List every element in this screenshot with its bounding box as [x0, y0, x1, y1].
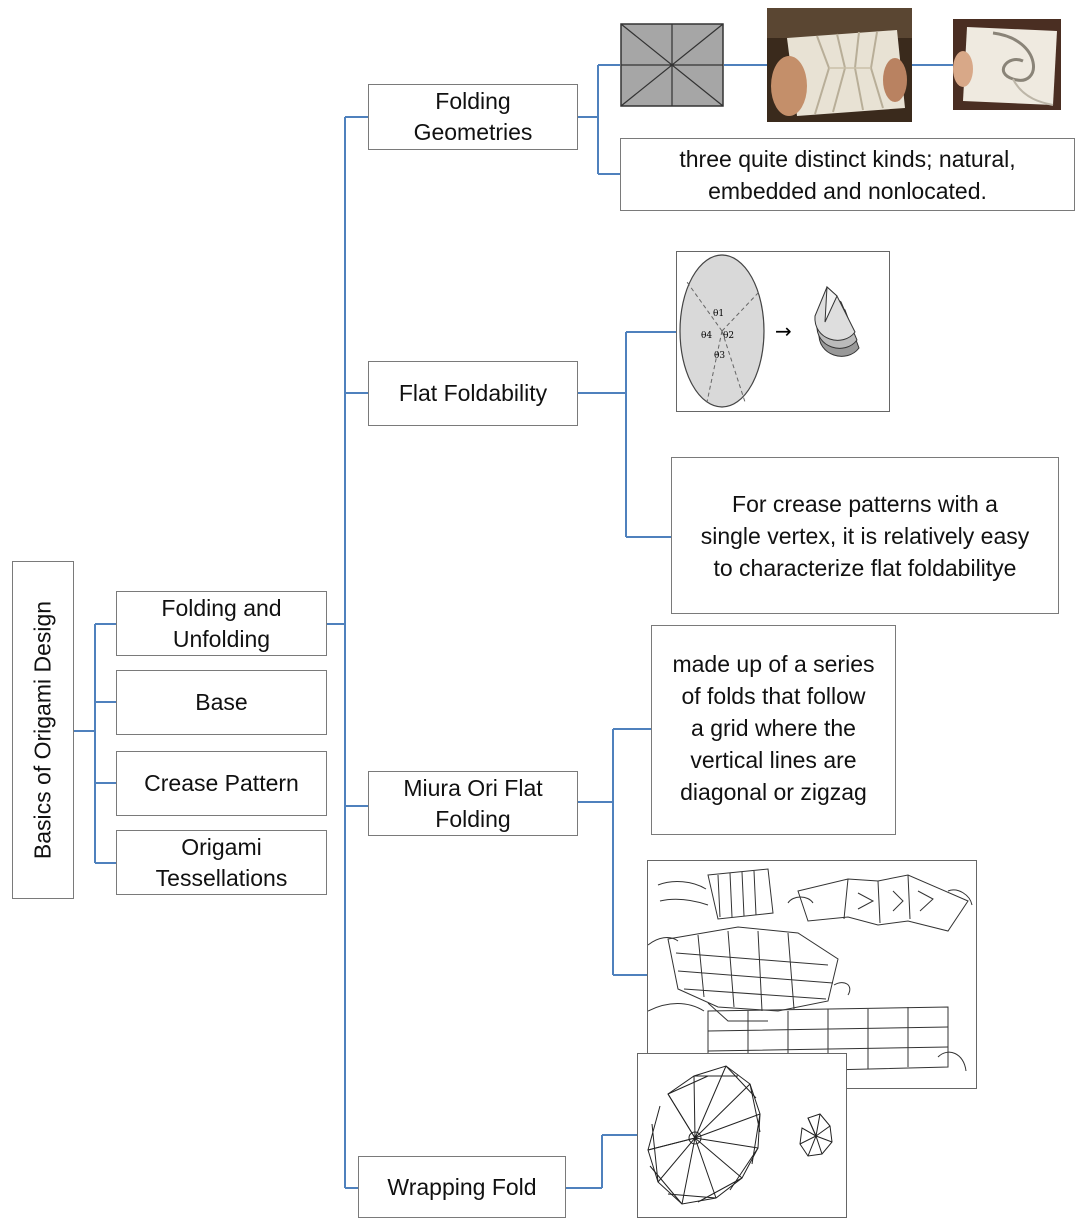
- node-base: Base: [116, 670, 327, 735]
- wrapping-fold-drawing: [637, 1053, 847, 1218]
- theta-3-label: θ3: [714, 351, 725, 361]
- theta-4-label: θ4: [701, 331, 712, 341]
- node-origami-tessellations: Origami Tessellations: [116, 830, 327, 895]
- node-wrapping-fold: Wrapping Fold: [358, 1156, 566, 1218]
- hand-folding-photo: [767, 8, 912, 122]
- theta-2-label: θ2: [723, 331, 734, 341]
- miura-ori-drawing: [647, 860, 977, 1089]
- desc-miura-ori: made up of a series of folds that follow…: [651, 625, 896, 835]
- node-miura-ori-flat-folding: Miura Ori Flat Folding: [368, 771, 578, 836]
- node-folding-geometries: Folding Geometries: [368, 84, 578, 150]
- node-folding-and-unfolding: Folding and Unfolding: [116, 591, 327, 656]
- crease-square-image: [620, 23, 724, 107]
- node-flat-foldability: Flat Foldability: [368, 361, 578, 426]
- arrow-icon: →: [775, 319, 792, 343]
- root-node: Basics of Origami Design: [12, 561, 74, 899]
- desc-folding-geometries: three quite distinct kinds; natural, emb…: [620, 138, 1075, 211]
- flat-foldability-diagram: θ1 θ4 θ2 θ3 →: [676, 251, 890, 412]
- theta-1-label: θ1: [713, 309, 724, 319]
- node-crease-pattern: Crease Pattern: [116, 751, 327, 816]
- root-label: Basics of Origami Design: [29, 600, 56, 860]
- curved-fold-photo: [953, 19, 1061, 110]
- desc-flat-foldability: For crease patterns with a single vertex…: [671, 457, 1059, 614]
